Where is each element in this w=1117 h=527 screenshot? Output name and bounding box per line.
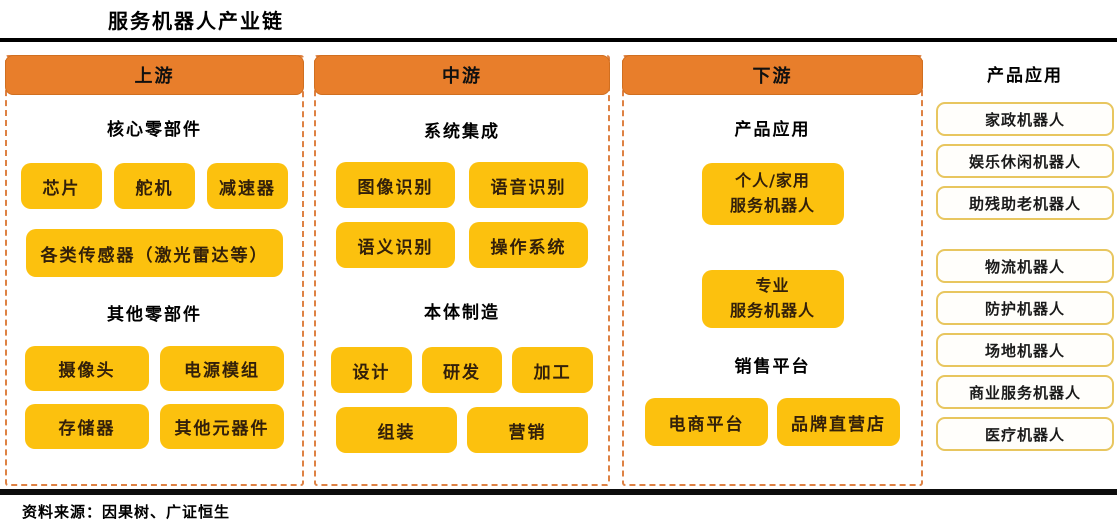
- app-box-field-robot: 场地机器人: [936, 333, 1114, 367]
- chain-box-image-recognition: 图像识别: [336, 162, 455, 208]
- chain-box-other-parts: 其他元器件: [160, 404, 284, 449]
- column-upstream: 上游 核心零部件 芯片 舵机 减速器 各类传感器（激光雷达等） 其他零部件 摄像…: [5, 55, 304, 486]
- app-box-entertainment-robot: 娱乐休闲机器人: [936, 144, 1114, 178]
- app-box-commercial-service-robot: 商业服务机器人: [936, 375, 1114, 409]
- column-upstream-header: 上游: [5, 55, 304, 95]
- chain-box-processing: 加工: [512, 347, 594, 393]
- chain-box-servo: 舵机: [114, 163, 195, 209]
- page-title: 服务机器人产业链: [108, 9, 284, 33]
- chain-box-semantic-recognition: 语义识别: [336, 222, 455, 268]
- column-midstream: 中游 系统集成 图像识别 语音识别 语义识别 操作系统 本体制造 设计 研发 加…: [314, 55, 610, 486]
- chain-box-memory: 存储器: [25, 404, 149, 449]
- chain-box-chip: 芯片: [21, 163, 102, 209]
- side-panel-product-applications: 产品应用 家政机器人 娱乐休闲机器人 助残助老机器人 物流机器人 防护机器人 场…: [936, 55, 1114, 459]
- chain-box-personal-home-robot: 个人/家用 服务机器人: [701, 163, 844, 225]
- section-label-product-application: 产品应用: [734, 120, 811, 140]
- chain-box-reducer: 减速器: [207, 163, 288, 209]
- app-box-housekeeping-robot: 家政机器人: [936, 102, 1114, 136]
- app-box-medical-robot: 医疗机器人: [936, 417, 1114, 451]
- app-box-elderly-assist-robot: 助残助老机器人: [936, 186, 1114, 220]
- chain-box-professional-robot: 专业 服务机器人: [701, 270, 844, 328]
- column-downstream: 下游 产品应用 个人/家用 服务机器人 专业 服务机器人 销售平台 电商平台 品…: [622, 55, 923, 486]
- section-label-sales-platform: 销售平台: [734, 357, 811, 377]
- bottom-rule: [0, 489, 1117, 495]
- chain-box-marketing: 营销: [467, 407, 588, 453]
- chain-box-operating-system: 操作系统: [469, 222, 588, 268]
- chain-box-speech-recognition: 语音识别: [469, 162, 588, 208]
- side-panel-group-gap: [936, 228, 1114, 249]
- column-midstream-header: 中游: [314, 55, 610, 95]
- chain-box-brand-store: 品牌直营店: [777, 398, 900, 446]
- column-downstream-header: 下游: [622, 55, 923, 95]
- chain-box-camera: 摄像头: [25, 346, 149, 391]
- chain-box-rnd: 研发: [421, 347, 503, 393]
- chain-box-ecommerce-platform: 电商平台: [645, 398, 768, 446]
- title-underline: [0, 38, 1117, 42]
- section-label-other-components: 其他零部件: [107, 305, 202, 325]
- source-note: 资料来源：因果树、广证恒生: [22, 503, 231, 521]
- side-panel-title: 产品应用: [987, 66, 1063, 86]
- chain-box-assembly: 组装: [336, 407, 457, 453]
- chain-box-sensors: 各类传感器（激光雷达等）: [26, 229, 283, 277]
- app-box-protection-robot: 防护机器人: [936, 291, 1114, 325]
- section-label-system-integration: 系统集成: [424, 122, 500, 142]
- section-label-core-components: 核心零部件: [107, 120, 202, 140]
- section-label-body-manufacturing: 本体制造: [424, 303, 500, 323]
- chain-box-design: 设计: [331, 347, 412, 393]
- chain-box-power-module: 电源模组: [160, 346, 284, 391]
- app-box-logistics-robot: 物流机器人: [936, 249, 1114, 283]
